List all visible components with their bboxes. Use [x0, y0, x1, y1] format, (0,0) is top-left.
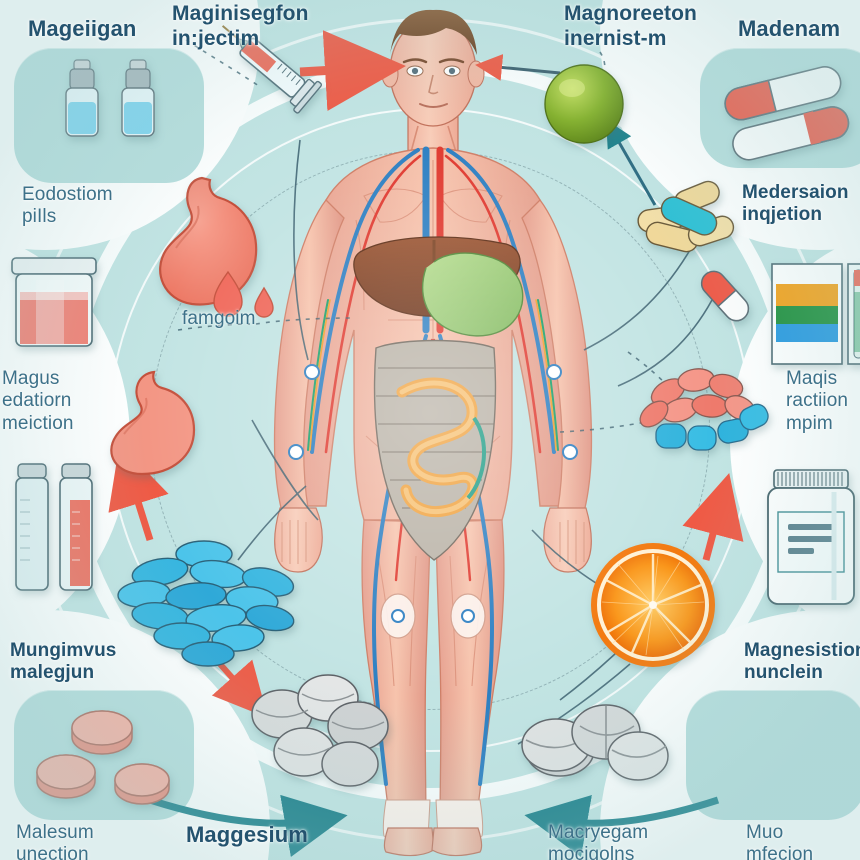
grey-tablets — [520, 690, 670, 800]
arrow-bottom-right — [524, 795, 720, 858]
arrow-bottom-left — [148, 794, 348, 857]
label-top-left-sub: Eodostiom piIls — [22, 184, 113, 228]
label-top-mid-left: Maginisegfon in:jectim — [172, 2, 309, 50]
syringe — [218, 18, 338, 133]
label-left-lower: Mungimvus malegjun — [10, 640, 117, 684]
droplets — [212, 268, 282, 328]
label-right-mid: Maqis ractiion mpim — [786, 368, 849, 434]
stomach-organ — [140, 172, 280, 312]
pink-blue-pill-pile — [634, 358, 770, 468]
label-top-right: Madenam — [738, 16, 841, 41]
multicolor-capsule-cluster — [630, 180, 750, 272]
glass-vials — [10, 460, 106, 600]
arrow-from-sphere — [475, 53, 561, 81]
arrow-sphere-in — [606, 119, 657, 206]
leader-stomach-down — [251, 419, 319, 521]
white-pill-bottle — [756, 468, 860, 608]
label-top-left: Mageiigan — [28, 16, 137, 41]
dropper-bottle-pair — [40, 58, 180, 170]
arrow-to-head — [299, 30, 406, 112]
bottle-label-lines — [788, 524, 834, 554]
label-left-bottom: Malesum unection — [16, 822, 94, 860]
label-right-upper: Medersaion inqjetion — [742, 182, 849, 226]
cream-jar — [6, 256, 102, 348]
arrow-blue-pills-up — [108, 443, 169, 542]
label-bottom-center: Maggesium — [186, 822, 308, 847]
leader-capsules — [583, 249, 691, 351]
blue-tablet-pile — [117, 538, 310, 668]
dotted-pillpile — [559, 417, 665, 433]
dotted-syringe — [185, 39, 263, 89]
green-sphere — [542, 62, 626, 146]
leader-blue-pills — [237, 485, 307, 561]
human-anatomy-figure — [268, 0, 598, 860]
red-capsule — [694, 268, 756, 324]
label-center-note: famgoim — [182, 308, 256, 329]
label-left-mid: Magus edatiorn meiction — [2, 368, 74, 434]
label-right-lower: Magnesistion nunclein — [744, 640, 860, 684]
pink-round-tablets — [30, 700, 180, 810]
label-top-mid-right: Magnoreeton inernist-m — [564, 2, 697, 50]
arrow-orange-up — [682, 472, 744, 561]
label-bottom-right-b: Muo mfecion — [746, 822, 814, 860]
label-bottom-right-a: Macryegam mocigolns — [548, 822, 649, 860]
orange-slice — [588, 540, 718, 670]
stomach-organ-small — [96, 368, 214, 480]
red-white-capsules — [718, 66, 860, 161]
card-top-left — [14, 48, 204, 183]
leader-redcap — [617, 299, 713, 387]
leader-stomach-up — [293, 139, 309, 361]
blister-strip-pack — [770, 262, 860, 370]
grey-tablets-left — [246, 668, 396, 788]
